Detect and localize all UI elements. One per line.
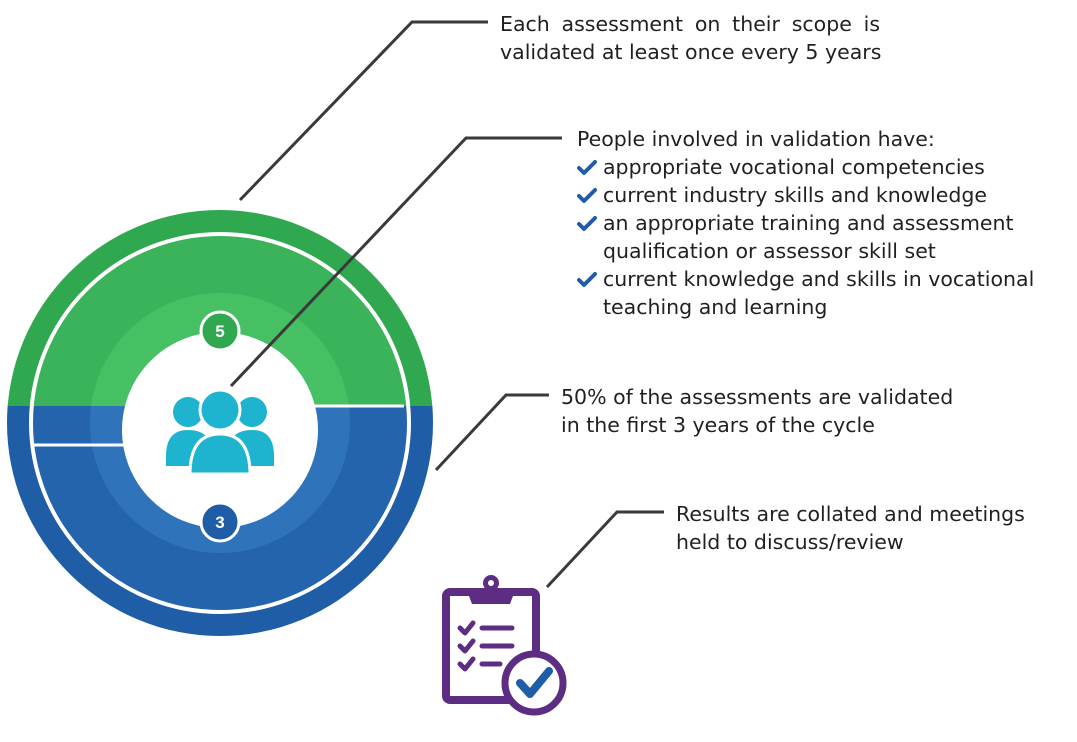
badge-bottom: 3 [199, 501, 241, 543]
callout-scope-line-1: Each assessment on their scope is [500, 12, 880, 36]
badge-top-label: 5 [215, 322, 224, 341]
leader-lines [229, 20, 664, 589]
badge-bottom-label: 3 [215, 513, 224, 532]
people-item-1-line-1: appropriate vocational competencies [603, 155, 985, 179]
check-icon [577, 160, 597, 175]
callout-people: People involved in validation have: appr… [577, 125, 1034, 321]
callout-half: 50% of the assessments are validated in … [561, 383, 953, 439]
callout-half-line-1: 50% of the assessments are validated [561, 385, 954, 409]
callout-results-line-1: Results are collated and meetings [676, 502, 1025, 526]
people-item-2-line-1: current industry skills and knowledge [603, 183, 987, 207]
callout-results-line-2: held to discuss/review [676, 530, 904, 554]
people-item-2: current industry skills and knowledge [573, 181, 1034, 209]
check-icon [577, 216, 597, 231]
badge-top: 5 [199, 310, 241, 352]
check-icon [577, 188, 597, 203]
ring-divider-circle [29, 232, 411, 614]
people-item-4-line-1: current knowledge and skills in vocation… [603, 267, 1035, 291]
callout-half-line-2: in the first 3 years of the cycle [561, 413, 875, 437]
people-item-1: appropriate vocational competencies [573, 153, 1034, 181]
callout-scope-line-2: validated at least once every 5 years [500, 40, 882, 64]
people-item-3-line-2: qualification or assessor skill set [603, 239, 936, 263]
people-item-4: current knowledge and skills in vocation… [573, 265, 1034, 321]
clipboard-checklist-icon [442, 575, 567, 716]
leader-line-scope [238, 20, 488, 202]
callout-scope: Each assessment on their scope is valida… [500, 10, 882, 66]
leader-line-half [434, 393, 549, 472]
callout-results: Results are collated and meetings held t… [676, 500, 1025, 556]
leader-line-people [229, 136, 562, 388]
check-icon [577, 272, 597, 287]
people-item-4-line-2: teaching and learning [603, 295, 828, 319]
leader-line-results [545, 510, 664, 589]
people-item-3: an appropriate training and assessment q… [573, 209, 1034, 265]
people-group-icon [166, 388, 274, 476]
people-item-3-line-1: an appropriate training and assessment [603, 211, 1014, 235]
callout-people-heading: People involved in validation have: [577, 127, 935, 151]
